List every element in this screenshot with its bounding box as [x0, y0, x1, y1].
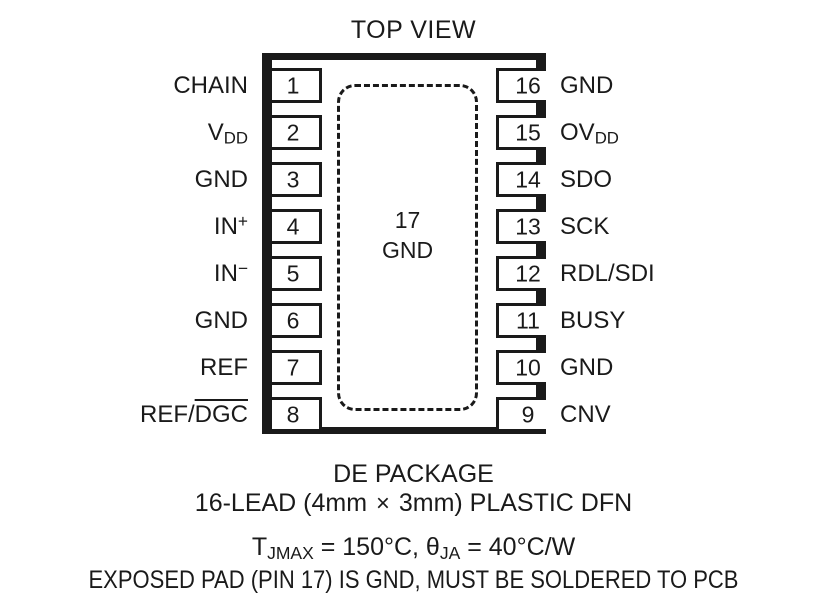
pin-7: 7 [272, 350, 322, 385]
pin-13: 13 [496, 209, 546, 244]
pin-label-5: IN− [213, 257, 248, 287]
exposed-pad-label: 17 GND [337, 205, 478, 265]
pin-number-12: 12 [515, 260, 541, 286]
caption-exposed-pad-note: EXPOSED PAD (PIN 17) IS GND, MUST BE SOL… [88, 566, 739, 594]
page-title: TOP VIEW [350, 16, 477, 44]
pin-label-3: GND [194, 165, 248, 193]
pin-4: 4 [272, 209, 322, 244]
pin-11: 11 [496, 303, 546, 338]
pin-number-6: 6 [286, 307, 300, 333]
pin-1: 1 [272, 68, 322, 103]
pin-8: 8 [272, 397, 322, 432]
pin-label-4: IN+ [213, 210, 248, 240]
pin-6: 6 [272, 303, 322, 338]
pin-label-8: REF/DGC [139, 400, 248, 428]
pin-number-11: 11 [516, 307, 540, 333]
pin-5: 5 [272, 256, 322, 291]
pin-number-1: 1 [286, 72, 300, 98]
pin-label-15: OVDD [560, 118, 619, 148]
pin-number-4: 4 [286, 213, 300, 239]
pin-number-5: 5 [286, 260, 300, 286]
caption-package-name: DE PACKAGE [333, 460, 494, 488]
pin-14: 14 [496, 162, 546, 197]
pin-label-9: CNV [560, 400, 611, 428]
pin-2: 2 [272, 115, 322, 150]
pin-number-10: 10 [515, 354, 541, 380]
pin-number-2: 2 [286, 119, 300, 145]
pin-number-13: 13 [515, 213, 541, 239]
pin-number-8: 8 [286, 401, 300, 427]
pin-label-11: BUSY [560, 306, 626, 334]
caption-lead-description: 16-LEAD (4mm × 3mm) PLASTIC DFN [194, 489, 633, 517]
pin-10: 10 [496, 350, 546, 385]
pin-number-14: 14 [515, 166, 541, 192]
pin-label-16: GND [560, 71, 614, 99]
pin-number-7: 7 [286, 354, 300, 380]
pin-number-9: 9 [521, 401, 535, 427]
pin-number-16: 16 [515, 72, 541, 98]
exposed-pad-outline [337, 84, 478, 411]
pin-3: 3 [272, 162, 322, 197]
pin-label-7: REF [200, 353, 248, 381]
caption-thermal-specs: TJMAX = 150°C, θJA = 40°C/W [251, 533, 576, 563]
pin-15: 15 [496, 115, 546, 150]
pin-12: 12 [496, 256, 546, 291]
pin-number-3: 3 [286, 166, 300, 192]
exposed-pad-number: 17 [394, 207, 421, 233]
pin-9: 9 [496, 397, 546, 432]
exposed-pad-name: GND [381, 237, 434, 263]
pin-number-15: 15 [515, 119, 541, 145]
pin-label-6: GND [194, 306, 248, 334]
pin-label-2: VDD [207, 118, 248, 148]
pin-label-14: SDO [560, 165, 613, 193]
pin-label-13: SCK [560, 212, 610, 240]
pin-label-12: RDL/SDI [560, 259, 655, 287]
pin-16: 16 [496, 68, 546, 103]
pin-label-1: CHAIN [173, 71, 248, 99]
pin-label-10: GND [560, 353, 614, 381]
